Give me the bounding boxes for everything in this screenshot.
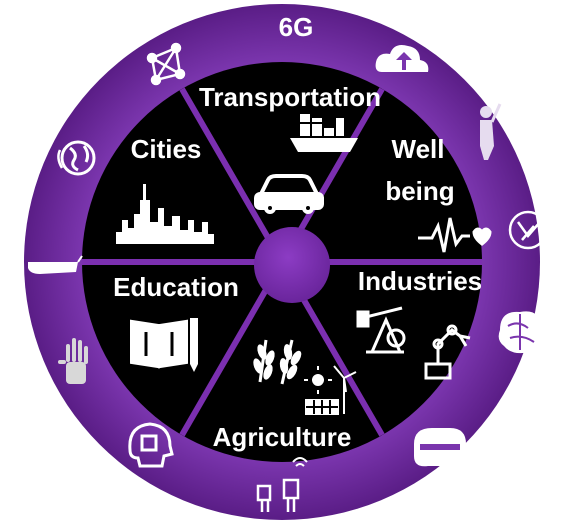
brain-icon: [498, 311, 544, 354]
cloud-upload-icon: [375, 45, 429, 72]
brain-chip-icon: [508, 210, 548, 250]
vr-headset-icon: [414, 428, 466, 467]
book-icon: [130, 319, 188, 369]
robot-hand-icon: [58, 338, 88, 384]
diagram-title: 6G: [279, 12, 314, 42]
oil-pump-icon: [356, 306, 406, 354]
robots-icon: [256, 457, 308, 512]
head-chip-icon: [128, 422, 174, 468]
pencil-icon: [190, 318, 198, 372]
hologram-person-icon: [480, 103, 502, 160]
segment-label-transportation: Transportation: [199, 82, 381, 112]
smart-glasses-icon: [28, 255, 83, 274]
network-nodes-icon: [146, 42, 186, 86]
segment-label-cities: Cities: [131, 134, 202, 164]
solar-wind-icon: [304, 365, 357, 415]
robot-arm-icon: [424, 324, 471, 380]
segment-label-industries: Industries: [358, 266, 482, 296]
globe-icon: [57, 140, 96, 176]
segment-label-education: Education: [113, 272, 239, 302]
car-icon: [254, 174, 324, 214]
segment-label-agriculture: Agriculture: [213, 422, 352, 452]
heartbeat-icon: [418, 217, 492, 253]
center-hub: [254, 227, 330, 303]
skyline-icon: [116, 184, 214, 244]
cargo-ship-icon: [290, 114, 358, 152]
segment-label-well-being-line2: being: [385, 176, 454, 206]
wheat-icon: [253, 339, 302, 385]
segment-label-well-being-line1: Well: [392, 134, 445, 164]
